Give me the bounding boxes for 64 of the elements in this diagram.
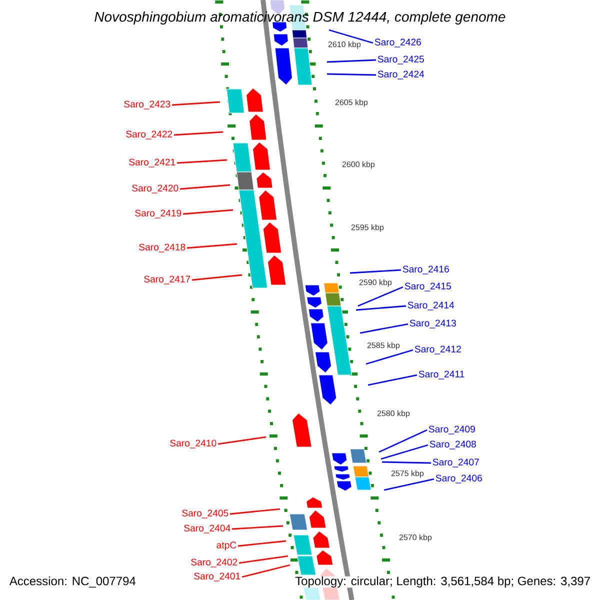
gene-label: Saro_2421 [129,158,176,168]
scale-label: 2585 kbp [367,342,400,350]
gene-label: Saro_2415 [404,282,451,292]
leader-line [176,159,228,164]
leader-line [238,555,288,564]
leader-line [218,436,266,445]
gene-label: Saro_2425 [378,56,424,64]
gene-label: Saro_2410 [170,440,216,448]
leader-line [378,429,428,453]
gene-label: Saro_2407 [432,458,479,468]
leader-line [182,209,234,215]
leader-line [350,269,402,274]
gene-label: Saro_2404 [184,524,230,534]
leader-line [180,184,230,190]
scale-label: 2600 kbp [342,161,375,169]
leader-line [368,374,418,386]
leader-line [238,540,286,547]
leader-line [326,59,376,63]
leader-line [230,508,280,515]
leader-line [356,305,406,311]
title: Novosphingobium aromaticivorans DSM 12444, complete genome [94,12,506,25]
gene-label: Saro_2401 [194,572,240,582]
scale-label: 2575 kbp [391,470,424,478]
gene-label: Saro_2405 [182,510,228,518]
gene-label: Saro_2408 [430,440,476,450]
scale-label: 2570 kbp [399,534,432,542]
leader-line [232,525,284,530]
gene-label: Saro_2414 [408,302,454,310]
gene-label: Saro_2420 [132,184,178,194]
scale-label: 2580 kbp [377,410,410,418]
gene-label: Saro_2418 [139,244,186,252]
leader-line [186,243,238,249]
scale-label: 2595 kbp [351,224,384,232]
leader-line [328,29,374,44]
leader-line [192,274,242,281]
gene-label: Saro_2411 [418,370,464,380]
gene-label: Saro_2417 [144,276,190,284]
leader-line [172,101,220,106]
gene-label: Saro_2419 [135,210,182,218]
gene-label: Saro_2413 [410,320,456,328]
scale-label: 2590 kbp [359,279,392,287]
leader-line [384,478,434,491]
leader-line [242,564,290,578]
gene-label: atpC [216,542,236,550]
accession-text: Accession: NC_007794 [9,576,136,588]
gene-label: Saro_2416 [402,266,449,274]
gene-label: Saro_2426 [374,38,421,48]
scale-label: 2605 kbp [335,99,368,107]
leader-line [382,461,432,464]
gene-label: Saro_2406 [436,474,482,484]
leader-line [366,349,414,365]
gene-label: Saro_2412 [414,346,461,354]
gene-label: Saro_2423 [124,100,170,110]
leader-line [360,323,408,334]
leader-line [326,73,376,76]
scale-label: 2610 kbp [328,41,361,49]
gene-label: Saro_2409 [428,426,475,434]
leader-line [380,444,428,460]
gene-label: Saro_2422 [126,130,172,140]
leader-line [358,286,404,307]
gene-label: Saro_2424 [378,70,424,80]
topology-text: Topology: circular; Length: 3,561,584 bp; Genes: 3,397 [295,576,591,588]
gene-label: Saro_2402 [191,558,238,568]
leader-line [174,131,224,136]
